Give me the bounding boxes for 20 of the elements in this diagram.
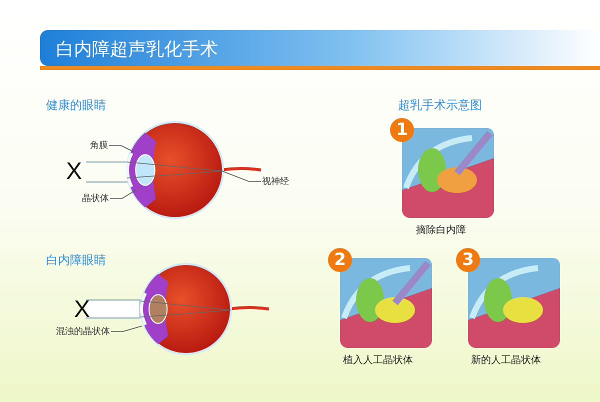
part-label: 晶状体 [82,192,109,205]
part-label: 角膜 [90,139,108,152]
section-heading: 白内障眼睛 [46,252,106,269]
part-label: 混浊的晶状体 [56,325,110,338]
leader-line [222,170,262,182]
section-heading: 超乳手术示意图 [398,97,482,114]
leader-line [110,326,142,332]
step-number-badge: 1 [390,118,414,142]
step-caption: 摘除白内障 [416,224,466,237]
section-heading: 健康的眼睛 [46,97,106,114]
page-title: 白内障超声乳化手术 [56,38,218,61]
x-symbol: X [74,296,90,324]
step-number-badge: 3 [456,248,480,272]
leader-line [108,145,134,152]
step-number-badge: 2 [328,248,352,272]
part-label: 视神经 [262,175,289,188]
step-caption: 植入人工晶状体 [343,354,413,367]
leader-line [110,190,136,199]
step-caption: 新的人工晶状体 [471,354,541,367]
x-symbol: X [66,158,82,186]
